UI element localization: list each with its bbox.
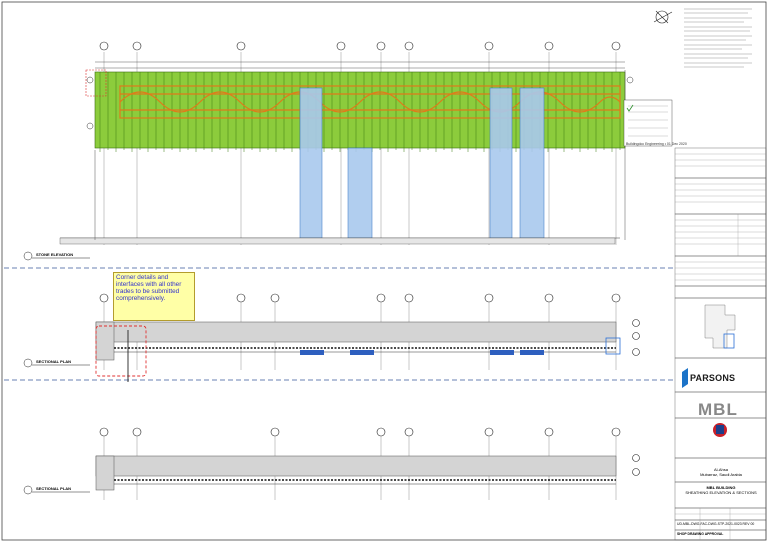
drawing-title-block: MBL BUILDING SHEATHING ELEVATION & SECTI…	[677, 485, 765, 495]
project-line-2: Mubarraz, Saudi Arabia	[700, 472, 742, 477]
project-name-block: Al-Ahsa Mubarraz, Saudi Arabia	[677, 467, 765, 477]
project-line-1: Al-Ahsa	[713, 467, 728, 472]
drawing-title: MBL BUILDING	[706, 485, 736, 490]
legend-note: Buildingdoc Engineering • 01 Dec 2020	[626, 142, 687, 146]
drawing-number: UD-MBL-DWG-FAC-DWG-STP-2021-0023 REV 00	[677, 522, 755, 526]
drawing-status: SHOP DRAWING APPROVAL	[677, 532, 724, 536]
review-comment-note[interactable]: Corner details and interfaces with all o…	[113, 272, 195, 321]
drawing-subtitle: SHEATHING ELEVATION & SECTIONS	[685, 490, 757, 495]
parsons-logo: PARSONS	[690, 373, 736, 383]
view-title-stone-elevation: STONE ELEVATION	[36, 252, 74, 257]
view-title-sectional-plan-2: SECTIONAL PLAN	[36, 486, 72, 491]
mbl-logo: MBL	[698, 400, 738, 419]
view-title-sectional-plan-1: SECTIONAL PLAN	[36, 359, 72, 364]
